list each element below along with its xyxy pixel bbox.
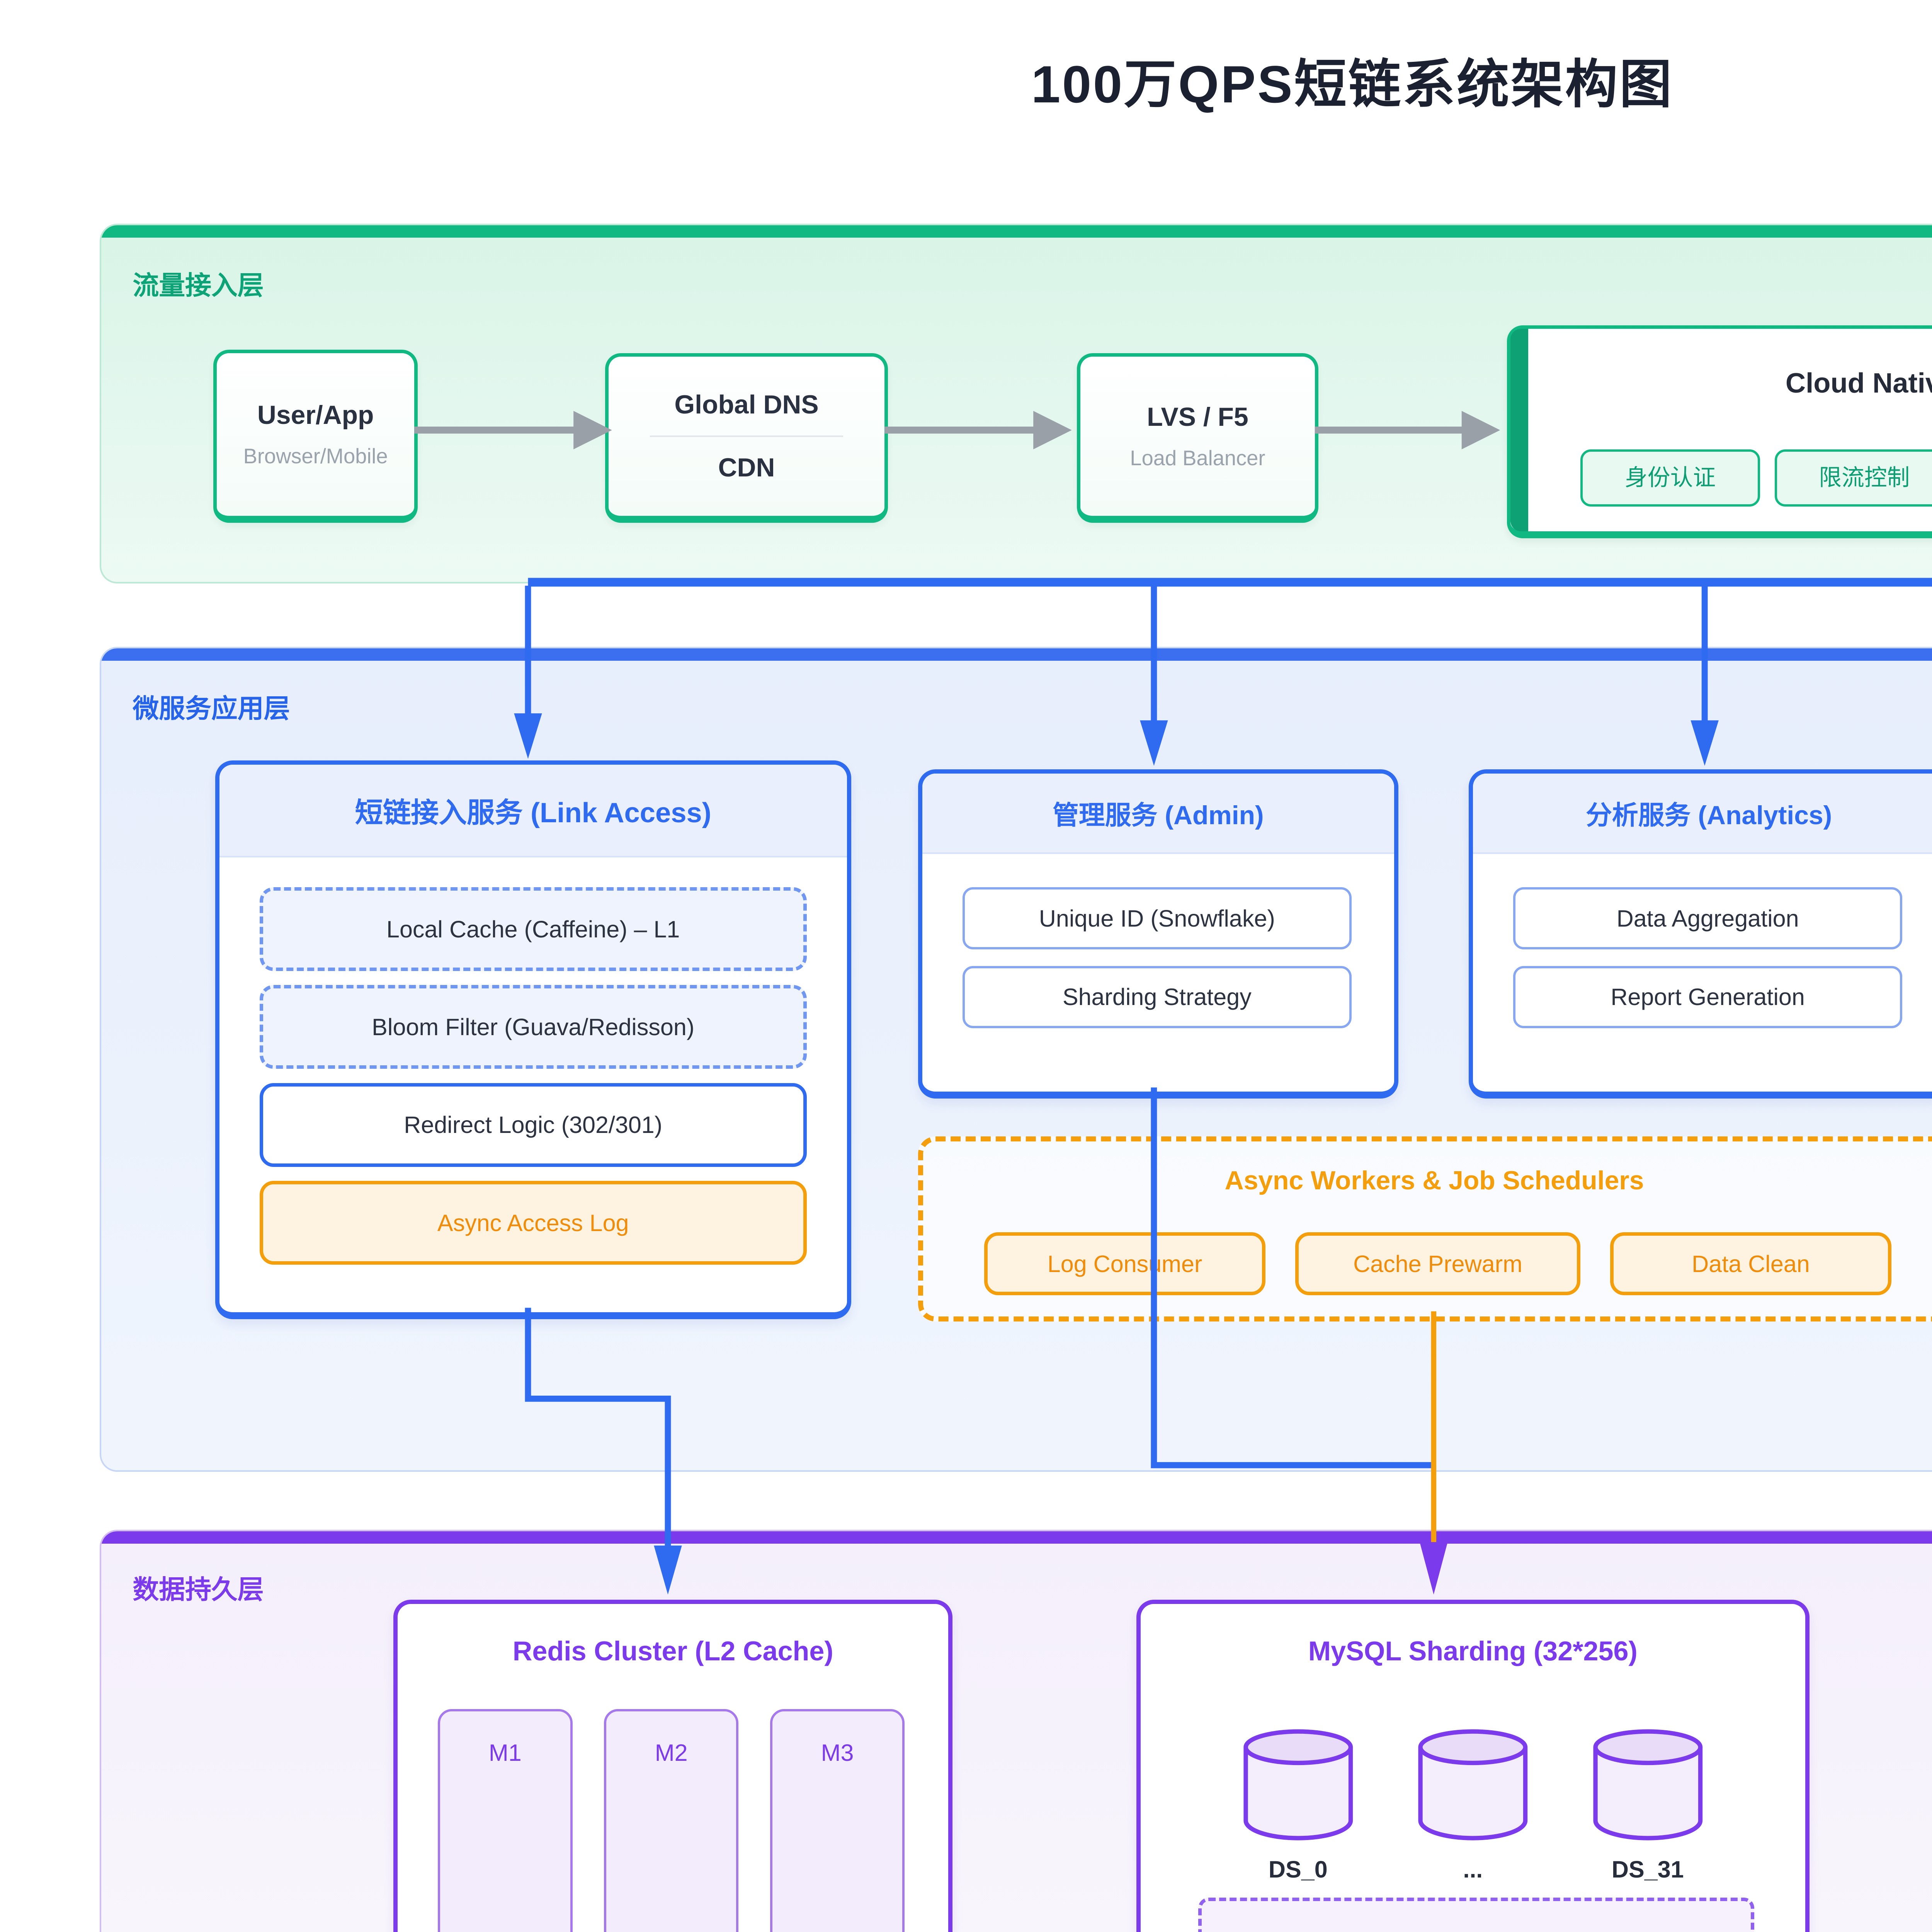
async-workers-title: Async Workers & Job Schedulers xyxy=(1225,1166,1644,1196)
api-gateway-node: Cloud Native API Gateway 身份认证 限流控制 路由转发 … xyxy=(1507,325,1932,539)
user-app-node: User/App Browser/Mobile xyxy=(213,349,418,523)
unique-id-item: Unique ID (Snowflake) xyxy=(962,887,1352,950)
database-cylinder-icon xyxy=(1243,1729,1353,1841)
async-access-log-item: Async Access Log xyxy=(259,1181,807,1265)
redis-cluster-title: Redis Cluster (L2 Cache) xyxy=(512,1636,833,1666)
log-consumer-item: Log Consumer xyxy=(984,1232,1266,1296)
cdn-label: CDN xyxy=(718,453,775,482)
database-cylinder-icon xyxy=(1593,1729,1702,1841)
load-balancer-title: LVS / F5 xyxy=(1147,402,1248,432)
gateway-badge-ratelimit: 限流控制 xyxy=(1774,449,1932,507)
link-access-service-card: 短链接入服务 (Link Access) Local Cache (Caffei… xyxy=(215,760,851,1319)
analytics-service-card: 分析服务 (Analytics) Data Aggregation Report… xyxy=(1468,769,1932,1099)
data-layer-accent-bar xyxy=(101,1531,1932,1544)
data-aggregation-item: Data Aggregation xyxy=(1513,887,1903,950)
datasource-label: DS_0 xyxy=(1268,1856,1328,1883)
mysql-sharding-card: MySQL Sharding (32*256) DS_0 ... DS_31 L… xyxy=(1136,1600,1810,1932)
global-dns-node: Global DNS CDN xyxy=(605,353,888,523)
cache-prewarm-item: Cache Prewarm xyxy=(1295,1232,1580,1296)
redis-master-label: M2 xyxy=(655,1740,688,1766)
redis-master-label: M1 xyxy=(488,1740,522,1766)
global-dns-title: Global DNS xyxy=(674,390,819,419)
user-app-subtitle: Browser/Mobile xyxy=(243,444,388,468)
local-cache-item: Local Cache (Caffeine) – L1 xyxy=(259,887,807,971)
redis-cluster-card: Redis Cluster (L2 Cache) M1 S1 M2 S2 M3 … xyxy=(393,1600,953,1932)
app-layer-accent-bar xyxy=(101,648,1932,661)
sharding-strategy-item: Sharding Strategy xyxy=(962,966,1352,1028)
app-layer-label: 微服务应用层 xyxy=(133,694,290,723)
user-app-title: User/App xyxy=(257,401,374,430)
async-workers-box: Async Workers & Job Schedulers Log Consu… xyxy=(918,1136,1932,1321)
gateway-title: Cloud Native API Gateway xyxy=(1785,367,1932,399)
traffic-layer-accent-bar xyxy=(101,225,1932,238)
load-balancer-node: LVS / F5 Load Balancer xyxy=(1077,353,1318,523)
redis-shard: M1 S1 xyxy=(438,1709,573,1932)
datasource-label: DS_31 xyxy=(1611,1856,1684,1883)
redis-master-label: M3 xyxy=(821,1740,854,1766)
bloom-filter-item: Bloom Filter (Guava/Redisson) xyxy=(259,985,807,1069)
database-cylinder-icon xyxy=(1418,1729,1528,1841)
link-access-title: 短链接入服务 (Link Access) xyxy=(219,765,847,857)
analytics-title: 分析服务 (Analytics) xyxy=(1473,773,1932,854)
load-balancer-subtitle: Load Balancer xyxy=(1130,446,1265,470)
mysql-sharding-title: MySQL Sharding (32*256) xyxy=(1308,1636,1638,1666)
gateway-accent-bar xyxy=(1510,328,1528,532)
redis-shard: M3 S3 xyxy=(770,1709,905,1932)
divider xyxy=(650,435,844,437)
data-layer-label: 数据持久层 xyxy=(133,1575,264,1605)
admin-service-card: 管理服务 (Admin) Unique ID (Snowflake) Shard… xyxy=(918,769,1399,1099)
admin-title: 管理服务 (Admin) xyxy=(922,773,1395,854)
datasource-ellipsis-label: ... xyxy=(1463,1856,1483,1883)
redirect-logic-item: Redirect Logic (302/301) xyxy=(259,1083,807,1167)
mysql-table-info-box: Logic Table: t_link Actual: t_link_0 ...… xyxy=(1198,1898,1755,1932)
page-title: 100万QPS短链系统架构图 xyxy=(1031,54,1674,114)
redis-shard: M2 S2 xyxy=(604,1709,739,1932)
report-generation-item: Report Generation xyxy=(1513,966,1903,1028)
traffic-layer-label: 流量接入层 xyxy=(133,271,264,300)
gateway-badge-auth: 身份认证 xyxy=(1580,449,1760,507)
data-clean-item: Data Clean xyxy=(1610,1232,1892,1296)
